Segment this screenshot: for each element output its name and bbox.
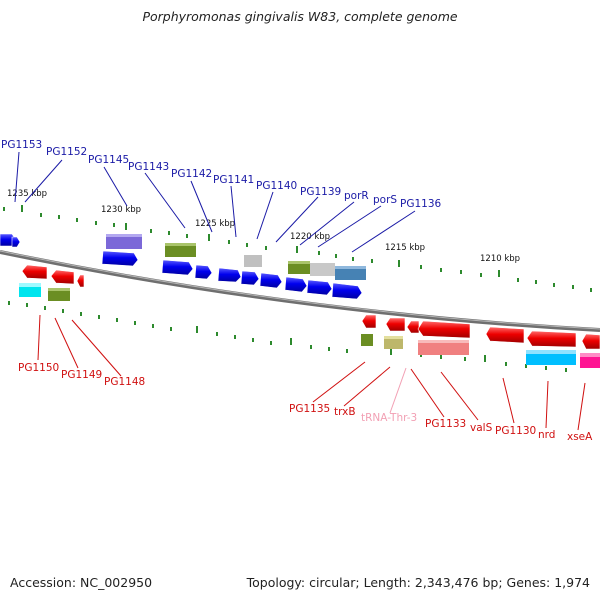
cog-box[interactable] [106, 234, 142, 249]
gene-label-pg1143[interactable]: PG1143 [128, 161, 169, 173]
gene-label-porr[interactable]: porR [344, 190, 369, 202]
cog-box[interactable] [361, 334, 373, 346]
genome-title: Porphyromonas gingivalis W83, complete g… [142, 9, 458, 24]
gene-arrow-forward[interactable] [11, 236, 21, 248]
cog-box[interactable] [384, 336, 403, 349]
trna-label-leader [389, 367, 407, 414]
gene-label-nrd[interactable]: nrd [538, 429, 555, 441]
gene-arrow-reverse[interactable] [417, 320, 471, 339]
gene-arrow-forward[interactable] [331, 282, 363, 300]
gene-label-pg1141[interactable]: PG1141 [213, 174, 254, 186]
gene-arrow-forward[interactable] [217, 267, 242, 283]
reverse-cog-boxes [19, 283, 600, 368]
kbp-label-1210: 1210 kbp [480, 254, 520, 264]
accession-text: Accession: NC_002950 [10, 575, 153, 590]
gene-label-vals[interactable]: valS [470, 422, 493, 434]
gene-label-pors[interactable]: porS [373, 194, 397, 206]
cog-box[interactable] [48, 288, 70, 301]
gene-label-pg1139[interactable]: PG1139 [300, 186, 341, 198]
gene-arrow-reverse[interactable] [361, 314, 377, 329]
forward-strand-genes [0, 233, 363, 300]
gene-label-pg1142[interactable]: PG1142 [171, 168, 212, 180]
gene-arrow-forward[interactable] [284, 276, 308, 293]
reverse-strand-genes [21, 264, 600, 350]
cog-box[interactable] [288, 261, 310, 274]
gene-arrow-forward[interactable] [306, 279, 333, 296]
gene-arrow-reverse[interactable] [385, 317, 406, 332]
cog-box[interactable] [165, 243, 196, 257]
gene-label-pg1145[interactable]: PG1145 [88, 154, 129, 166]
upper-tick-row [3, 205, 592, 292]
gene-label-pg1152[interactable]: PG1152 [46, 146, 87, 158]
gene-arrow-reverse[interactable] [526, 330, 577, 348]
gene-arrow-forward[interactable] [259, 272, 283, 289]
kbp-label-1235: 1235 kbp [7, 189, 47, 199]
lower-tick-row [8, 301, 587, 372]
kbp-label-1230: 1230 kbp [101, 205, 141, 215]
genome-backbone [0, 250, 600, 332]
cog-box[interactable] [244, 255, 262, 267]
gene-label-pg1135[interactable]: PG1135 [289, 403, 330, 415]
cog-box[interactable] [310, 263, 335, 276]
gene-label-pg1136[interactable]: PG1136 [400, 198, 442, 210]
gene-label-trna-thr-3[interactable]: tRNA-Thr-3 [361, 412, 417, 424]
gene-arrow-forward[interactable] [240, 270, 260, 286]
gene-label-pg1140[interactable]: PG1140 [256, 180, 297, 192]
gene-label-pg1149[interactable]: PG1149 [61, 369, 102, 381]
gene-arrow-forward[interactable] [101, 250, 139, 267]
gene-arrow-reverse[interactable] [76, 274, 85, 288]
gene-label-xsea[interactable]: xseA [567, 431, 593, 443]
gene-arrow-reverse[interactable] [50, 269, 75, 285]
bottom-label-leaders [37, 314, 586, 431]
gene-label-pg1150[interactable]: PG1150 [18, 362, 59, 374]
top-label-leaders [14, 151, 416, 253]
gene-label-pg1130[interactable]: PG1130 [495, 425, 536, 437]
gene-label-pg1148[interactable]: PG1148 [104, 376, 145, 388]
forward-cog-boxes [106, 234, 366, 280]
kbp-label-1215: 1215 kbp [385, 243, 425, 253]
gene-arrow-forward[interactable] [161, 259, 194, 276]
cog-box[interactable] [335, 266, 366, 280]
gene-arrow-reverse[interactable] [485, 326, 525, 344]
genome-backbone-highlight [0, 250, 600, 330]
gene-arrow-reverse[interactable] [581, 333, 600, 350]
cog-box[interactable] [418, 340, 469, 355]
gene-arrow-reverse[interactable] [406, 320, 420, 334]
gene-label-pg1133[interactable]: PG1133 [425, 418, 466, 430]
kbp-label-1225: 1225 kbp [195, 219, 235, 229]
gene-arrow-reverse[interactable] [21, 264, 48, 280]
genome-stats-text: Topology: circular; Length: 2,343,476 bp… [246, 575, 590, 590]
gene-label-trxb[interactable]: trxB [334, 406, 356, 418]
gene-label-pg1153[interactable]: PG1153 [1, 139, 42, 151]
gene-arrow-forward[interactable] [194, 264, 213, 280]
